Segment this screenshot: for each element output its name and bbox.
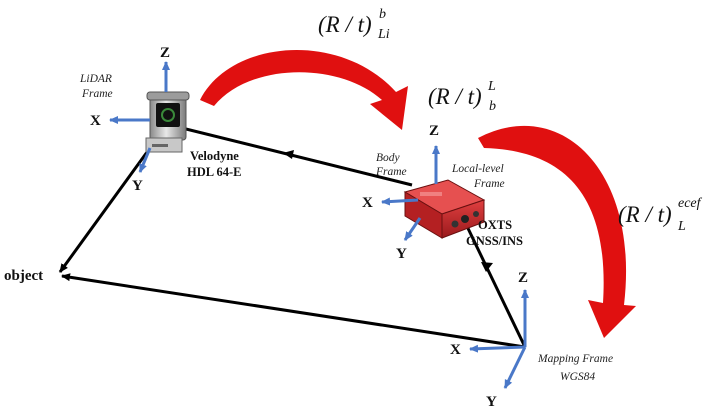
- body-x-label: X: [362, 195, 373, 211]
- mapping-frame-label-line2: WGS84: [560, 371, 595, 383]
- object-label: object: [4, 268, 43, 284]
- tf-body-local-sub: b: [489, 99, 496, 114]
- transform-body-to-local: (R / t) L b: [428, 79, 496, 114]
- local-frame-label-line2: Frame: [473, 178, 505, 190]
- lidar-frame-label-line2: Frame: [81, 88, 113, 100]
- mapping-to-body-arrowhead: [481, 262, 493, 272]
- imu-sensor-icon: [403, 179, 486, 239]
- lidar-sensor-label-line2: HDL 64-E: [187, 165, 242, 179]
- tf-lidar-body-main: (R / t): [318, 12, 372, 37]
- tf-body-local-sup: L: [487, 79, 496, 94]
- tf-local-ecef-sub: L: [677, 219, 686, 234]
- mapping-y-axis: [503, 346, 527, 389]
- body-y-axis: [403, 217, 422, 241]
- lidar-y-label: Y: [132, 178, 143, 194]
- tf-local-ecef-sup: ecef: [678, 196, 703, 211]
- mapping-frame-label-line1: Mapping Frame: [537, 353, 613, 365]
- body-frame-label-line2: Frame: [375, 166, 407, 178]
- lidar-frame-label-line1: LiDAR: [79, 73, 112, 85]
- transform-local-to-ecef: (R / t) ecef L: [618, 196, 703, 234]
- body-to-lidar-arrowhead: [283, 150, 294, 159]
- tf-local-ecef-main: (R / t): [618, 202, 672, 227]
- mapping-y-label: Y: [486, 394, 497, 410]
- lidar-x-label: X: [90, 113, 101, 129]
- local-to-ecef-curve: [478, 125, 636, 338]
- body-z-label: Z: [429, 123, 439, 139]
- mapping-to-body-line: [462, 219, 527, 348]
- local-frame-label-line1: Local-level: [451, 163, 504, 175]
- mapping-to-object-line: [61, 273, 526, 349]
- body-x-axis: [381, 197, 419, 206]
- lidar-to-body-curve: [200, 50, 408, 130]
- lidar-z-label: Z: [160, 45, 170, 61]
- lidar-sensor-label-line1: Velodyne: [190, 149, 239, 163]
- body-y-label: Y: [396, 246, 407, 262]
- mapping-z-label: Z: [518, 270, 528, 286]
- imu-sensor-label-line1: OXTS: [478, 218, 512, 232]
- body-to-lidar-line: [177, 125, 413, 187]
- mapping-x-axis: [469, 344, 526, 353]
- body-frame-label-line1: Body: [376, 152, 401, 164]
- mapping-x-label: X: [450, 342, 461, 358]
- tf-lidar-body-sub: Li: [377, 27, 390, 42]
- tf-lidar-body-sup: b: [379, 7, 386, 22]
- imu-sensor-label-line2: GNSS/INS: [466, 234, 523, 248]
- tf-body-local-main: (R / t): [428, 84, 482, 109]
- lidar-y-axis: [138, 147, 152, 173]
- lidar-to-object-line: [58, 147, 152, 273]
- lidar-sensor-icon: [145, 91, 190, 153]
- transform-lidar-to-body: (R / t) b Li: [318, 7, 390, 42]
